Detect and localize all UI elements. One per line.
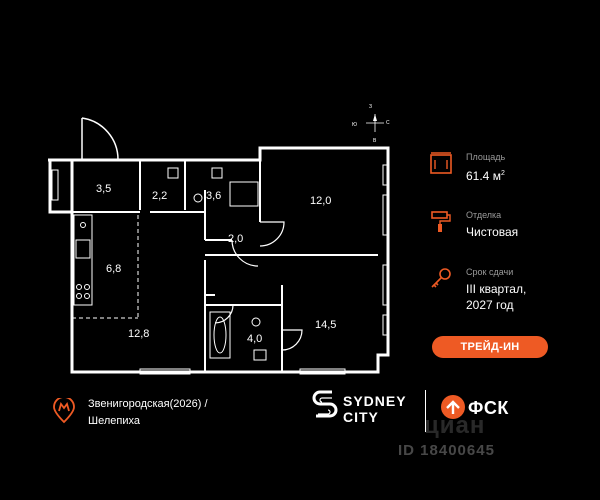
metro-line2: Шелепиха <box>88 415 140 427</box>
room-area-living: 12,8 <box>128 328 149 340</box>
info-panel: Площадь 61.4 м2 Отделка Чистовая Срок сд… <box>430 152 590 332</box>
metro-line1: Звенигородская(2026) / <box>88 398 208 410</box>
finish-value: Чистовая <box>466 225 519 239</box>
deadline-label: Срок сдачи <box>466 267 514 277</box>
zone-lines <box>72 212 206 319</box>
compass-south: В <box>373 138 377 144</box>
sydney-city-logo: SYDNEY CITY <box>343 393 407 425</box>
bathroom-fixtures <box>167 167 267 361</box>
room-area-bedroom: 12,0 <box>310 195 331 207</box>
fsk-logo: ФСК <box>468 398 509 418</box>
interior-walls <box>72 160 378 372</box>
watermark-logo: циан <box>424 412 486 439</box>
area-label: Площадь <box>466 152 506 162</box>
info-deadline: Срок сдачи III квартал, 2027 год <box>430 267 590 323</box>
logo-divider <box>425 390 426 432</box>
room-area-kitchen: 6,8 <box>106 263 121 275</box>
watermark-id: ID 18400645 <box>398 442 495 459</box>
finish-label: Отделка <box>466 210 502 220</box>
room-area-bath: 3,6 <box>206 190 221 202</box>
floor-plan: З Ю С В 3,5 2,2 3,6 12,0 2,0 6,8 12,8 4,… <box>48 104 390 375</box>
compass-east: С <box>386 120 390 126</box>
sydney-city-logo-icon <box>312 390 338 418</box>
info-finish: Отделка Чистовая <box>430 210 590 246</box>
deadline-value-line2: 2027 год <box>466 298 514 312</box>
kitchen-counter <box>73 214 93 306</box>
compass-north: З <box>369 104 372 110</box>
doors <box>214 221 303 351</box>
room-area-toilet: 2,2 <box>152 190 167 202</box>
outer-walls <box>48 146 390 374</box>
info-area: Площадь 61.4 м2 <box>430 152 590 188</box>
compass: З Ю С В <box>352 104 390 144</box>
key-icon <box>431 268 451 288</box>
metro-stations: Звенигородская(2026) / Шелепиха <box>88 396 208 430</box>
area-value: 61.4 м2 <box>466 169 505 183</box>
deadline-value: III квартал, 2027 год <box>466 281 526 313</box>
sydney-line1: SYDNEY <box>343 393 407 409</box>
fsk-logo-icon <box>441 395 465 419</box>
metro-icon <box>53 398 75 424</box>
deadline-value-line1: III квартал, <box>466 282 527 296</box>
room-area-room2: 14,5 <box>315 319 336 331</box>
entrance-door <box>81 117 119 161</box>
sydney-line2: CITY <box>343 409 379 425</box>
paint-roller-icon <box>431 211 451 232</box>
room-area-hall: 3,5 <box>96 183 111 195</box>
compass-west: Ю <box>352 122 357 128</box>
room-area-corridor: 2,0 <box>228 233 243 245</box>
room-area-bathroom: 4,0 <box>247 333 262 345</box>
room-labels: 3,5 2,2 3,6 12,0 2,0 6,8 12,8 4,0 14,5 <box>96 183 336 345</box>
floor-plan-icon <box>430 152 452 174</box>
windows <box>51 164 389 375</box>
trade-in-button[interactable]: ТРЕЙД-ИН <box>432 336 548 358</box>
